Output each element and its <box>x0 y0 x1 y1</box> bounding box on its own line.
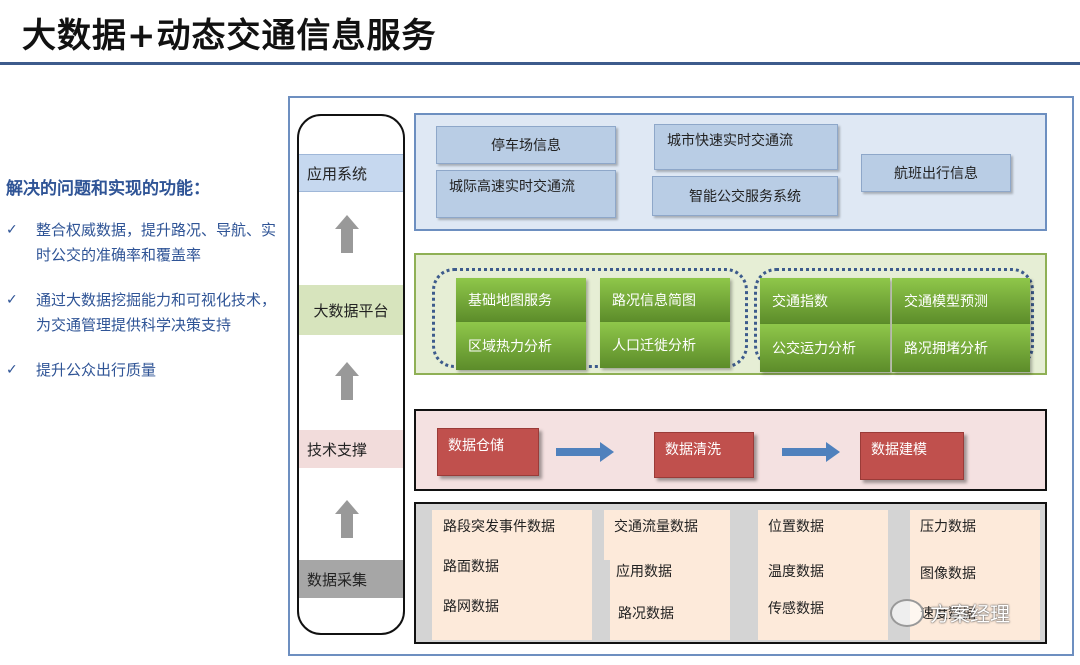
app-box-intercity-traffic: 城际高速实时交通流 <box>436 170 616 218</box>
data-column <box>604 510 730 560</box>
feature-text: 整合权威数据，提升路况、导航、实时公交的准确率和覆盖率 <box>36 221 277 264</box>
data-item: 路段突发事件数据 <box>443 519 555 535</box>
data-item: 应用数据 <box>616 564 672 580</box>
feature-text: 提升公众出行质量 <box>36 361 157 379</box>
feature-list: ✓ 整合权威数据，提升路况、导航、实时公交的准确率和覆盖率 ✓ 通过大数据挖掘能力和… <box>6 218 278 403</box>
sidebar-heading: 解决的问题和实现的功能： <box>6 179 210 199</box>
platform-box-base-map: 基础地图服务 <box>456 278 586 322</box>
tech-step-storage: 数据仓储 <box>437 428 539 476</box>
data-column <box>432 510 592 640</box>
platform-group-map <box>432 268 748 368</box>
app-box-urban-traffic: 城市快速实时交通流 <box>654 124 838 170</box>
watermark-text: 方案经理 <box>930 602 1010 626</box>
up-arrow-icon <box>335 215 359 253</box>
layer-label-application: 应用系统 <box>299 154 403 192</box>
data-item: 交通流量数据 <box>614 519 698 535</box>
right-arrow-icon <box>782 442 840 462</box>
layer-label-big-data: 大数据平台 <box>299 285 403 335</box>
platform-box-congestion: 路况拥堵分析 <box>892 324 1030 372</box>
feature-item: ✓ 提升公众出行质量 <box>6 358 278 383</box>
data-column <box>910 510 1040 640</box>
page-title: 大数据+动态交通信息服务 <box>22 16 437 56</box>
feature-text: 通过大数据挖掘能力和可视化技术，为交通管理提供科学决策支持 <box>36 291 277 334</box>
up-arrow-icon <box>335 500 359 538</box>
data-item: 温度数据 <box>768 564 824 580</box>
platform-box-heat-map: 区域热力分析 <box>456 322 586 370</box>
data-item: 速度数据 <box>920 606 976 622</box>
platform-box-traffic-sketch: 路况信息简图 <box>600 278 730 322</box>
feature-item: ✓ 通过大数据挖掘能力和可视化技术，为交通管理提供科学决策支持 <box>6 288 278 338</box>
app-box-parking: 停车场信息 <box>436 126 616 164</box>
platform-box-bus-capacity: 公交运力分析 <box>760 324 890 372</box>
app-box-smart-bus: 智能公交服务系统 <box>652 176 838 216</box>
watermark: 方案经理 <box>890 598 1010 627</box>
app-box-flight-info: 航班出行信息 <box>861 154 1011 192</box>
platform-box-migration: 人口迁徙分析 <box>600 322 730 368</box>
data-item: 路网数据 <box>443 599 499 615</box>
right-arrow-icon <box>556 442 614 462</box>
data-item: 路面数据 <box>443 559 499 575</box>
layer-label-collection: 数据采集 <box>299 560 403 598</box>
tech-step-cleaning: 数据清洗 <box>654 432 754 478</box>
platform-box-model-forecast: 交通模型预测 <box>892 278 1030 324</box>
up-arrow-icon <box>335 362 359 400</box>
platform-box-traffic-index: 交通指数 <box>760 278 890 324</box>
title-divider <box>0 62 1080 65</box>
data-item: 压力数据 <box>920 519 976 535</box>
check-icon: ✓ <box>6 362 18 378</box>
check-icon: ✓ <box>6 292 18 308</box>
data-item: 路况数据 <box>618 606 674 622</box>
data-column <box>610 558 730 640</box>
data-column <box>758 510 888 640</box>
layer-label-tech: 技术支撑 <box>299 430 403 468</box>
data-item: 传感数据 <box>768 601 824 617</box>
wechat-icon <box>890 598 924 627</box>
check-icon: ✓ <box>6 222 18 238</box>
feature-item: ✓ 整合权威数据，提升路况、导航、实时公交的准确率和覆盖率 <box>6 218 278 268</box>
data-item: 位置数据 <box>768 519 824 535</box>
tech-step-modeling: 数据建模 <box>860 432 964 480</box>
data-item: 图像数据 <box>920 566 976 582</box>
